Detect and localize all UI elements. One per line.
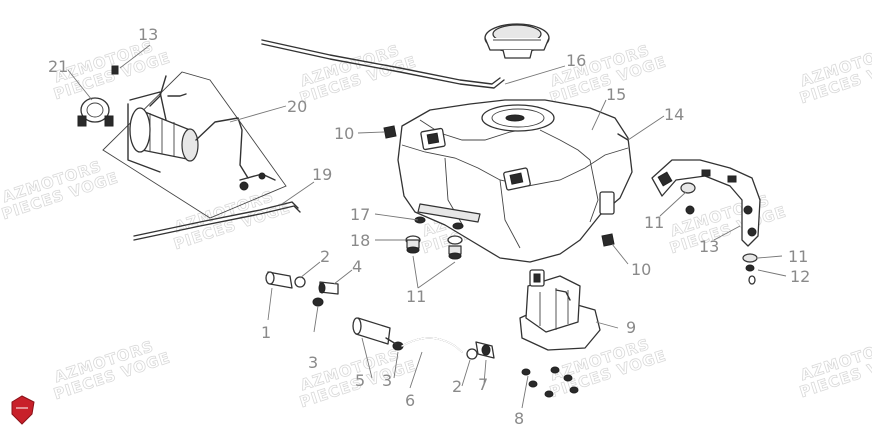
label-7: 7: [478, 375, 488, 394]
label-3-bottom: 3: [382, 371, 392, 390]
label-19: 19: [312, 165, 332, 184]
label-8: 8: [514, 409, 524, 427]
label-3-left: 3: [308, 353, 318, 372]
label-13: 13: [138, 25, 158, 44]
shield-logo-icon: [11, 395, 35, 425]
label-11-bottom: 11: [406, 287, 426, 306]
label-6: 6: [405, 391, 415, 410]
fuel-line-parts: [265, 271, 495, 360]
label-10-right: 10: [631, 260, 651, 279]
leader-lines: [67, 44, 787, 409]
part-labels: 13 21 20 16 15 14 10 19 17 18 11 11 2 4 …: [48, 25, 810, 427]
rear-bracket: [651, 159, 761, 285]
tank-bottom-fittings: [405, 216, 464, 260]
label-20: 20: [287, 97, 307, 116]
label-4: 4: [352, 257, 362, 276]
fuel-pump: [519, 269, 601, 351]
label-1: 1: [261, 323, 271, 342]
breather-hose: [261, 39, 505, 89]
bolt-10-right: [601, 233, 615, 247]
label-2-bottom: 2: [452, 377, 462, 396]
fuel-cap: [484, 23, 550, 59]
label-15: 15: [606, 85, 626, 104]
label-5: 5: [355, 371, 365, 390]
label-11-right: 11: [788, 247, 808, 266]
pin-14: [617, 133, 629, 141]
label-10-left: 10: [334, 124, 354, 143]
label-18: 18: [350, 231, 370, 250]
label-11-bracket: 11: [644, 213, 664, 232]
drain-hose: [133, 201, 301, 241]
label-16: 16: [566, 51, 586, 70]
label-12: 12: [790, 267, 810, 286]
brand-logo: [11, 395, 35, 425]
screws-8: [521, 366, 579, 398]
label-13-right: 13: [699, 237, 719, 256]
label-21: 21: [48, 57, 68, 76]
label-17: 17: [350, 205, 370, 224]
bolt-10-left: [383, 125, 397, 139]
label-14: 14: [664, 105, 684, 124]
fuel-tank: [397, 99, 633, 263]
label-2-top: 2: [320, 247, 330, 266]
label-9: 9: [626, 318, 636, 337]
canister-assembly: [77, 65, 287, 219]
